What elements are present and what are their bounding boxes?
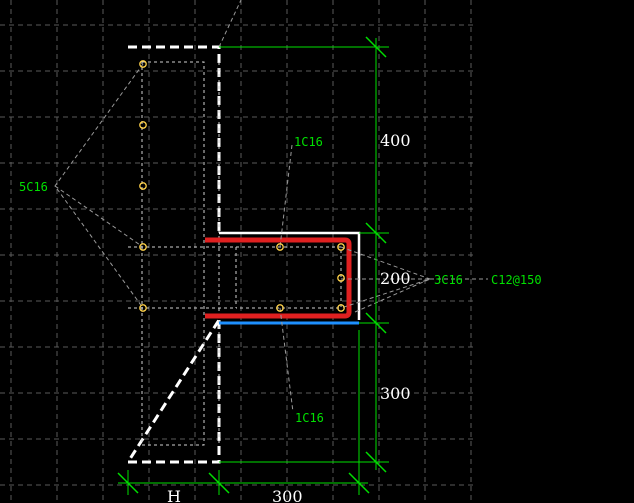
bottom-bar-label: 1C16 — [295, 411, 324, 425]
rebar-dot — [337, 243, 345, 251]
rebar-dot — [139, 243, 147, 251]
flange-stirrup — [205, 237, 352, 319]
rebar-dot — [139, 304, 147, 312]
rebar-dot — [139, 182, 147, 190]
dimension-vertical-mid: 200 — [380, 269, 411, 288]
top-right-diagonal-leader — [218, 0, 242, 48]
left-group-leader-mid — [54, 185, 144, 248]
right-group-label: 3C16 — [434, 273, 463, 287]
dimension-horizontal-left: H — [167, 487, 181, 503]
bottom-bar-leader — [279, 307, 294, 413]
stirrup-label: C12@150 — [491, 273, 542, 287]
tick-323 — [365, 312, 387, 334]
rebar-dot — [337, 274, 345, 282]
tick-47 — [365, 36, 387, 58]
flange-stirrup-inner — [235, 246, 342, 309]
rebar-dot — [139, 60, 147, 68]
background-grid — [0, 0, 475, 503]
leader-lines — [54, 63, 488, 413]
tick-359 — [348, 472, 370, 494]
stirrup-leader — [354, 278, 488, 313]
column-inner-hidden-outline — [141, 61, 205, 446]
tick-marks — [117, 36, 387, 494]
rebar-dot — [139, 121, 147, 129]
rebar-dot — [276, 243, 284, 251]
tick-128 — [117, 472, 139, 494]
tick-462 — [365, 451, 387, 473]
dimension-vertical-top: 400 — [380, 131, 411, 150]
top-bar-label: 1C16 — [294, 135, 323, 149]
tick-233 — [365, 222, 387, 244]
rebar-dots — [139, 60, 345, 312]
tick-219 — [208, 472, 230, 494]
left-group-label: 5C16 — [19, 180, 48, 194]
rebar-dot — [276, 304, 284, 312]
dimension-lines — [117, 36, 389, 495]
top-bar-leader — [279, 144, 293, 248]
rebar-dot — [337, 304, 345, 312]
dimension-vertical-bottom: 300 — [380, 384, 411, 403]
dimension-horizontal-right: 300 — [272, 487, 303, 503]
